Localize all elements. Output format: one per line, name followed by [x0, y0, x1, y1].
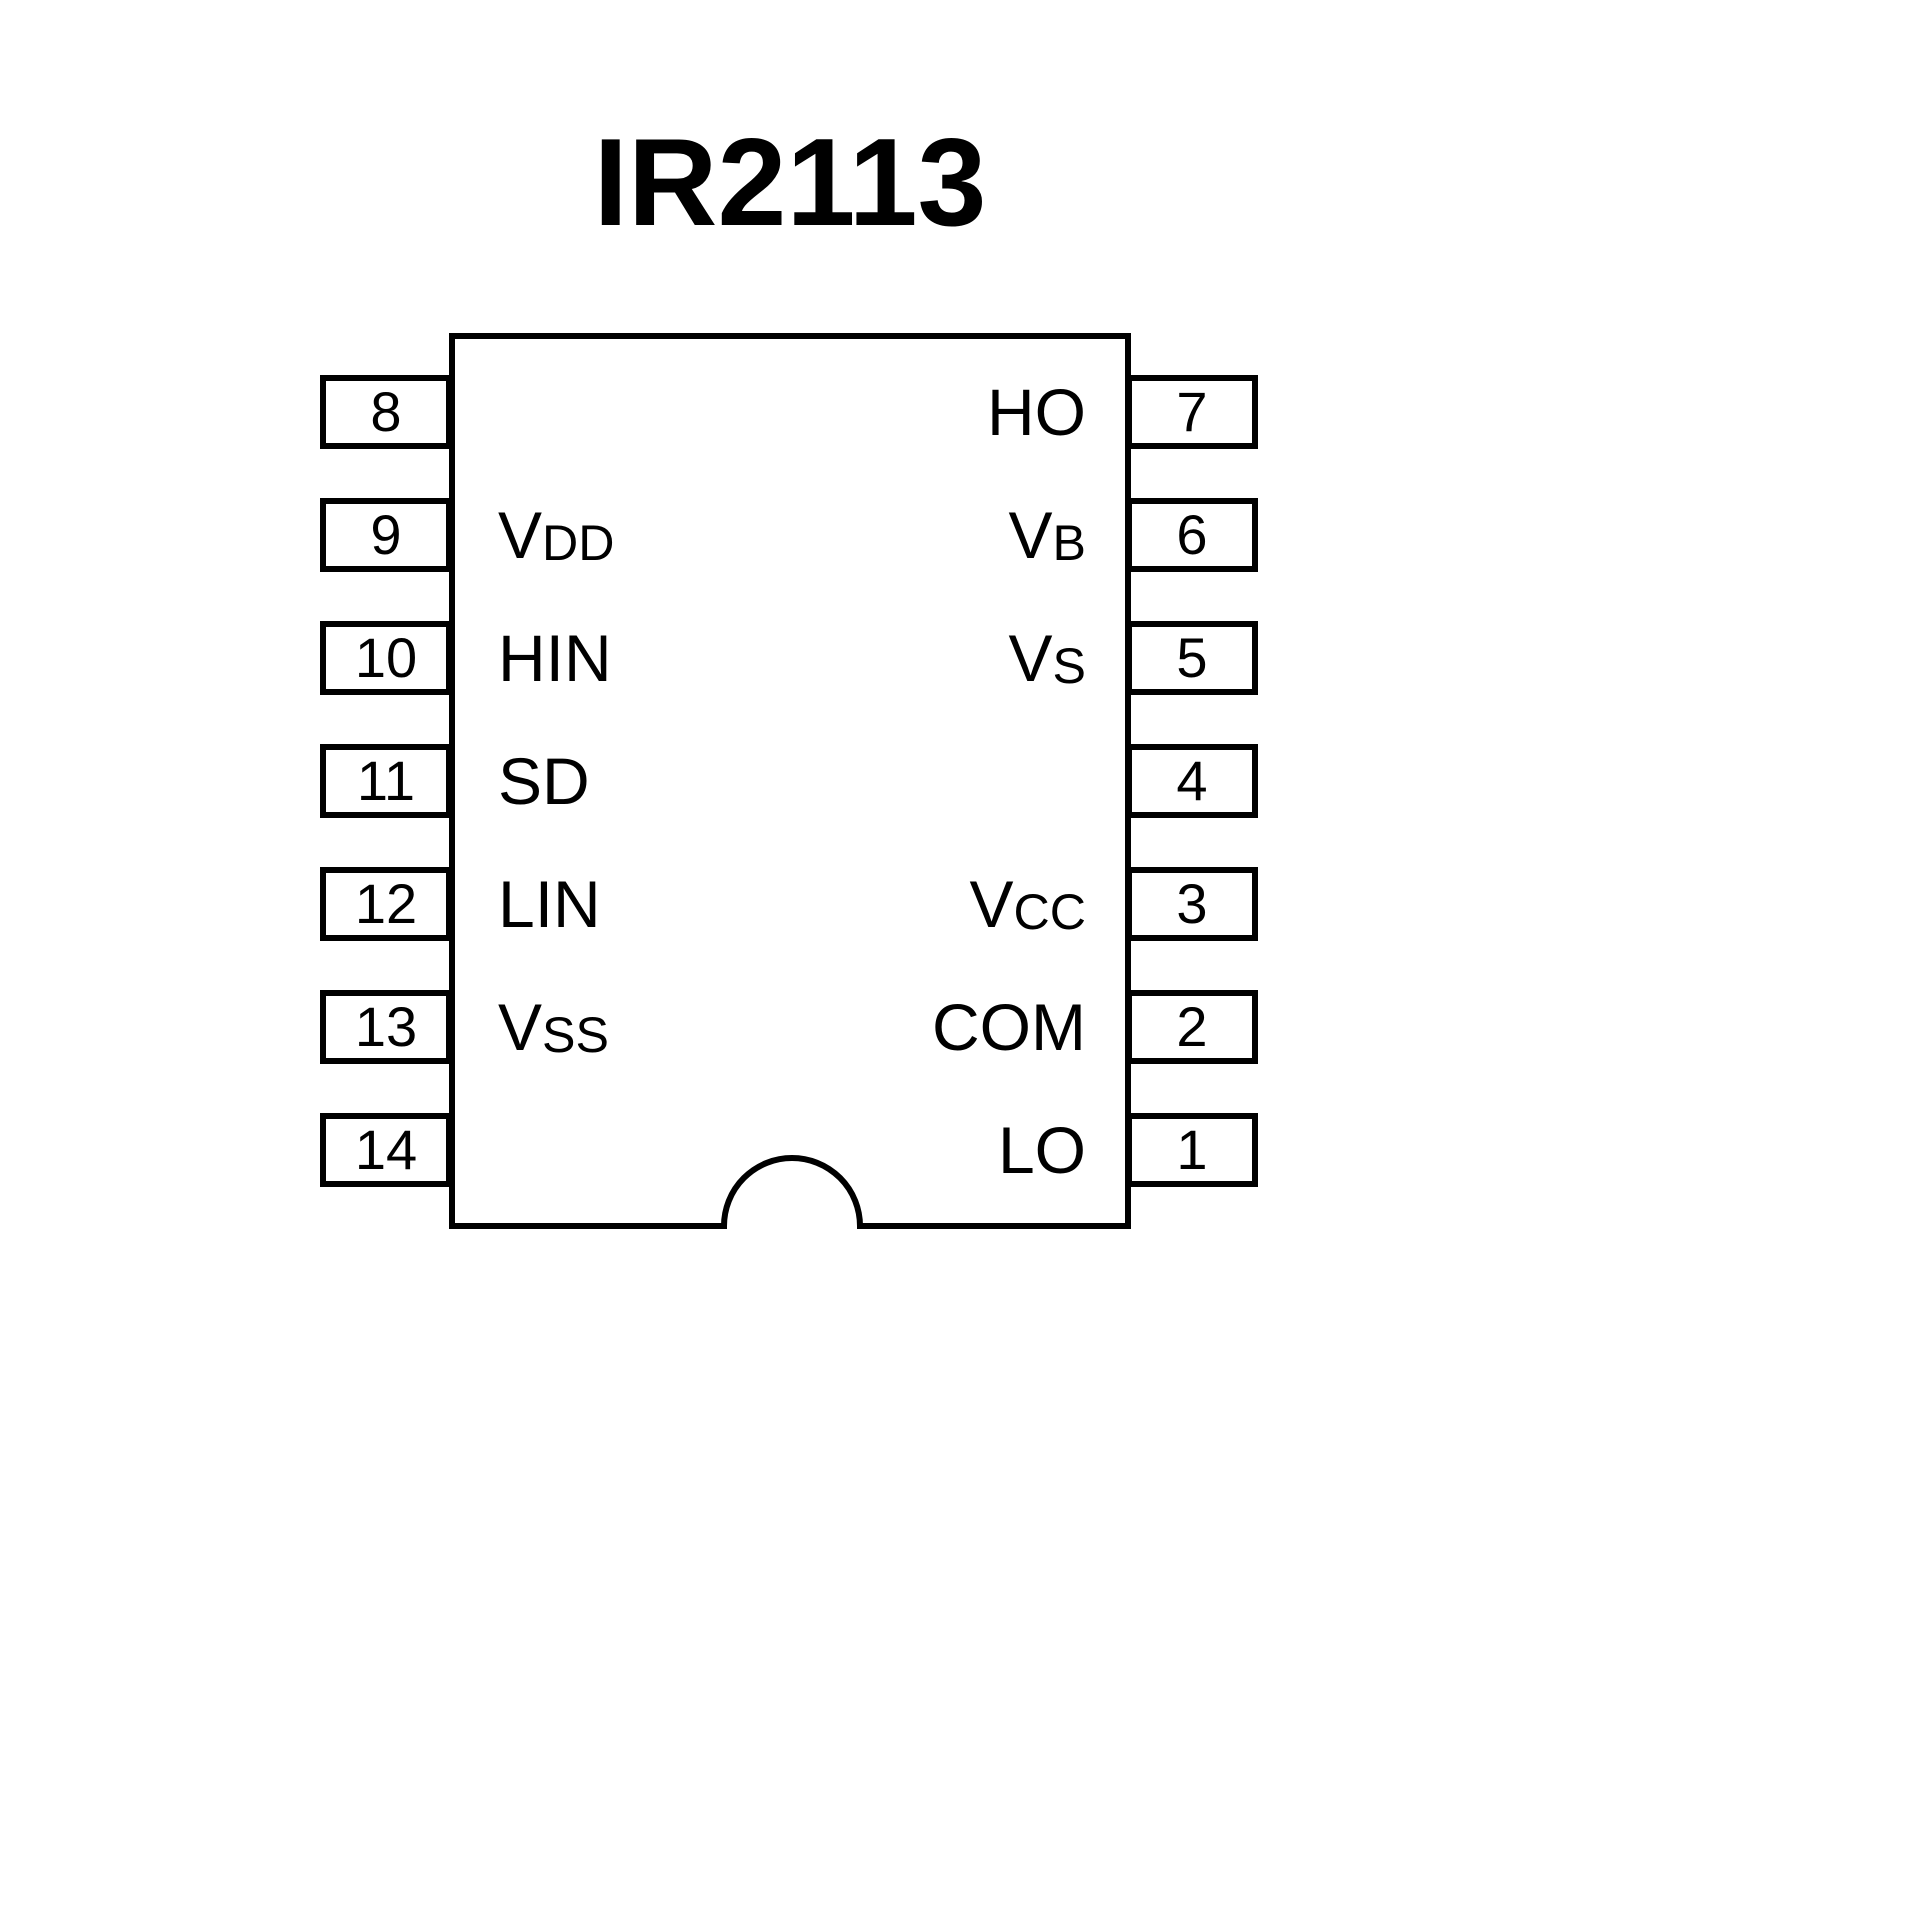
- pin-label: LO: [700, 1113, 1086, 1187]
- pin-box: 12: [320, 867, 452, 941]
- pin-label-main: V: [969, 867, 1014, 941]
- pin-label-main: V: [1008, 498, 1053, 572]
- pin-number: 10: [354, 626, 418, 689]
- pin-box: 11: [320, 744, 452, 818]
- pin-label-sub: SS: [542, 1006, 609, 1063]
- pin-box: 2: [1126, 990, 1258, 1064]
- pin-label: SD: [498, 744, 590, 818]
- pin-number: 5: [1176, 626, 1208, 689]
- pin-number: 4: [1176, 749, 1208, 812]
- pin-number: 13: [354, 995, 418, 1058]
- pin-box: 9: [320, 498, 452, 572]
- pin-number: 2: [1176, 995, 1208, 1058]
- pin-label-main: V: [1008, 621, 1053, 695]
- pin-number: 7: [1176, 380, 1208, 443]
- pin-label-sub: B: [1052, 514, 1086, 571]
- pin-label-main: HO: [987, 375, 1086, 449]
- pin-number: 8: [370, 380, 402, 443]
- part-number-title: IR2113: [593, 114, 987, 252]
- pin-label-sub: S: [1052, 637, 1086, 694]
- pin-label: HO: [700, 375, 1086, 449]
- pin-number: 6: [1176, 503, 1208, 566]
- pin-box: 13: [320, 990, 452, 1064]
- pin-number: 9: [370, 503, 402, 566]
- pin-box: 7: [1126, 375, 1258, 449]
- pin-label-main: LIN: [498, 867, 601, 941]
- pin-label-main: LO: [997, 1113, 1086, 1187]
- pin-box: 3: [1126, 867, 1258, 941]
- pin-label: COM: [700, 990, 1086, 1064]
- pin-box: 8: [320, 375, 452, 449]
- pin-label-main: COM: [932, 990, 1086, 1064]
- pin-box: 1: [1126, 1113, 1258, 1187]
- pin-label-sub: CC: [1013, 883, 1086, 940]
- pin-label-main: V: [498, 990, 543, 1064]
- pin-box: 10: [320, 621, 452, 695]
- pin-label-main: V: [498, 498, 543, 572]
- pin-number: 3: [1176, 872, 1208, 935]
- pin-box: 5: [1126, 621, 1258, 695]
- pin-box: 4: [1126, 744, 1258, 818]
- pin-number: 1: [1176, 1118, 1208, 1181]
- chip-outline: [449, 333, 1131, 1229]
- pin-label: HIN: [498, 621, 612, 695]
- pin-number: 11: [356, 749, 416, 812]
- pin-number: 14: [354, 1118, 418, 1181]
- pin-box: 6: [1126, 498, 1258, 572]
- pin-label: LIN: [498, 867, 601, 941]
- pin-number: 12: [354, 872, 418, 935]
- pin-label-sub: DD: [542, 514, 615, 571]
- pin-box: 14: [320, 1113, 452, 1187]
- pin-label-main: SD: [498, 744, 590, 818]
- pin-label-main: HIN: [498, 621, 612, 695]
